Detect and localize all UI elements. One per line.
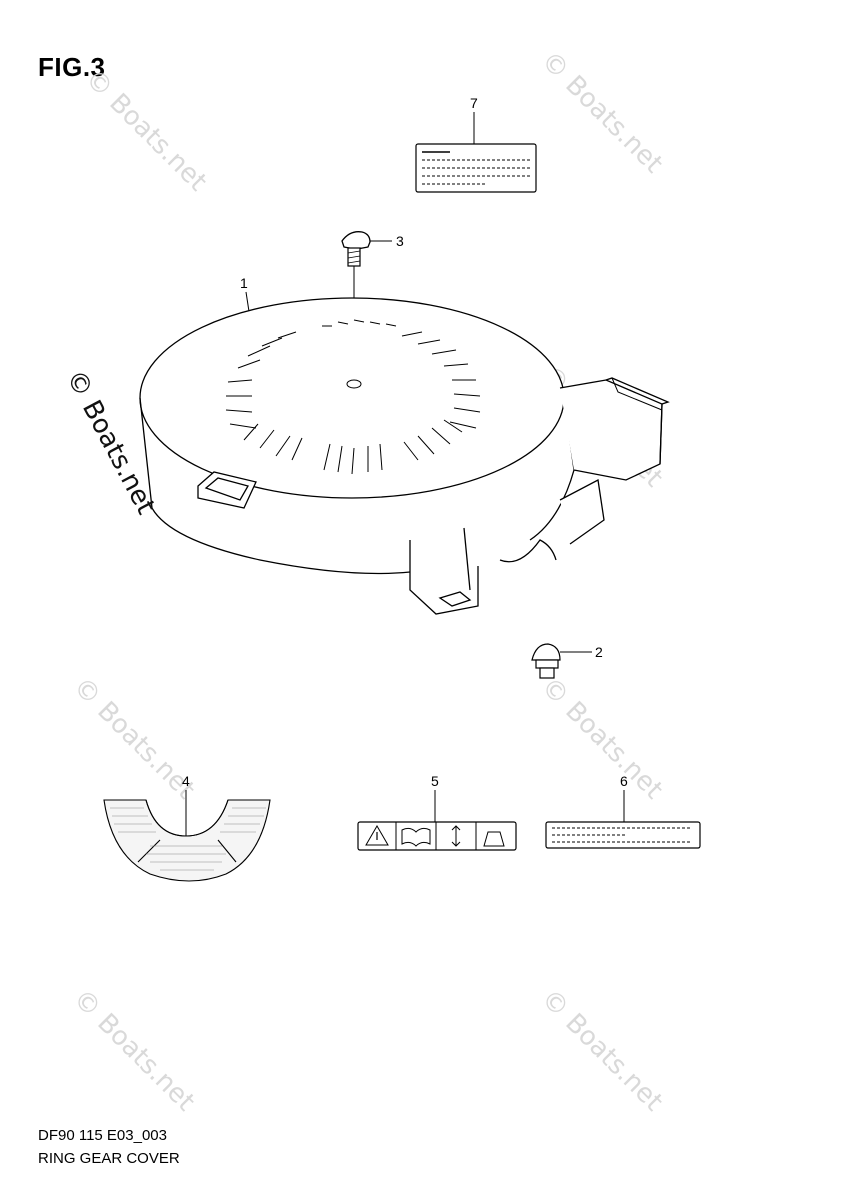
- figure-title: FIG.3: [38, 52, 106, 82]
- watermark-lower-left: © Boats.net: [67, 672, 200, 805]
- callout-7: 7: [470, 95, 478, 111]
- part-1-ring-gear-cover: 1: [139, 275, 670, 615]
- diagram-code: DF90 115 E03_003: [38, 1127, 167, 1144]
- callout-1: 1: [240, 275, 248, 291]
- watermark-top-right: © Boats.net: [535, 46, 668, 179]
- part-7-specification-label: 7: [415, 95, 537, 193]
- part-5-caution-label: 5: [357, 773, 517, 851]
- callout-2: 2: [595, 644, 603, 660]
- watermark-top-left: © Boats.net: [79, 64, 212, 197]
- callout-5: 5: [431, 773, 439, 789]
- part-4-gear-cover-seal: 4: [103, 773, 271, 882]
- callout-6: 6: [620, 773, 628, 789]
- watermark-lower-right: © Boats.net: [535, 672, 668, 805]
- watermark-bottom-right: © Boats.net: [535, 984, 668, 1117]
- watermark-group: © Boats.net © Boats.net © Boats.net © Bo…: [67, 46, 668, 1117]
- watermark-bottom-left: © Boats.net: [67, 984, 200, 1117]
- part-2-grommet: 2: [531, 643, 603, 679]
- hand-icon: [483, 831, 505, 847]
- manual-book-icon: [401, 827, 431, 847]
- part-6-information-label: 6: [545, 773, 701, 849]
- callout-4: 4: [182, 773, 190, 789]
- vent-slots: [225, 319, 481, 475]
- callout-3: 3: [396, 233, 404, 249]
- diagram-name: RING GEAR COVER: [38, 1150, 180, 1167]
